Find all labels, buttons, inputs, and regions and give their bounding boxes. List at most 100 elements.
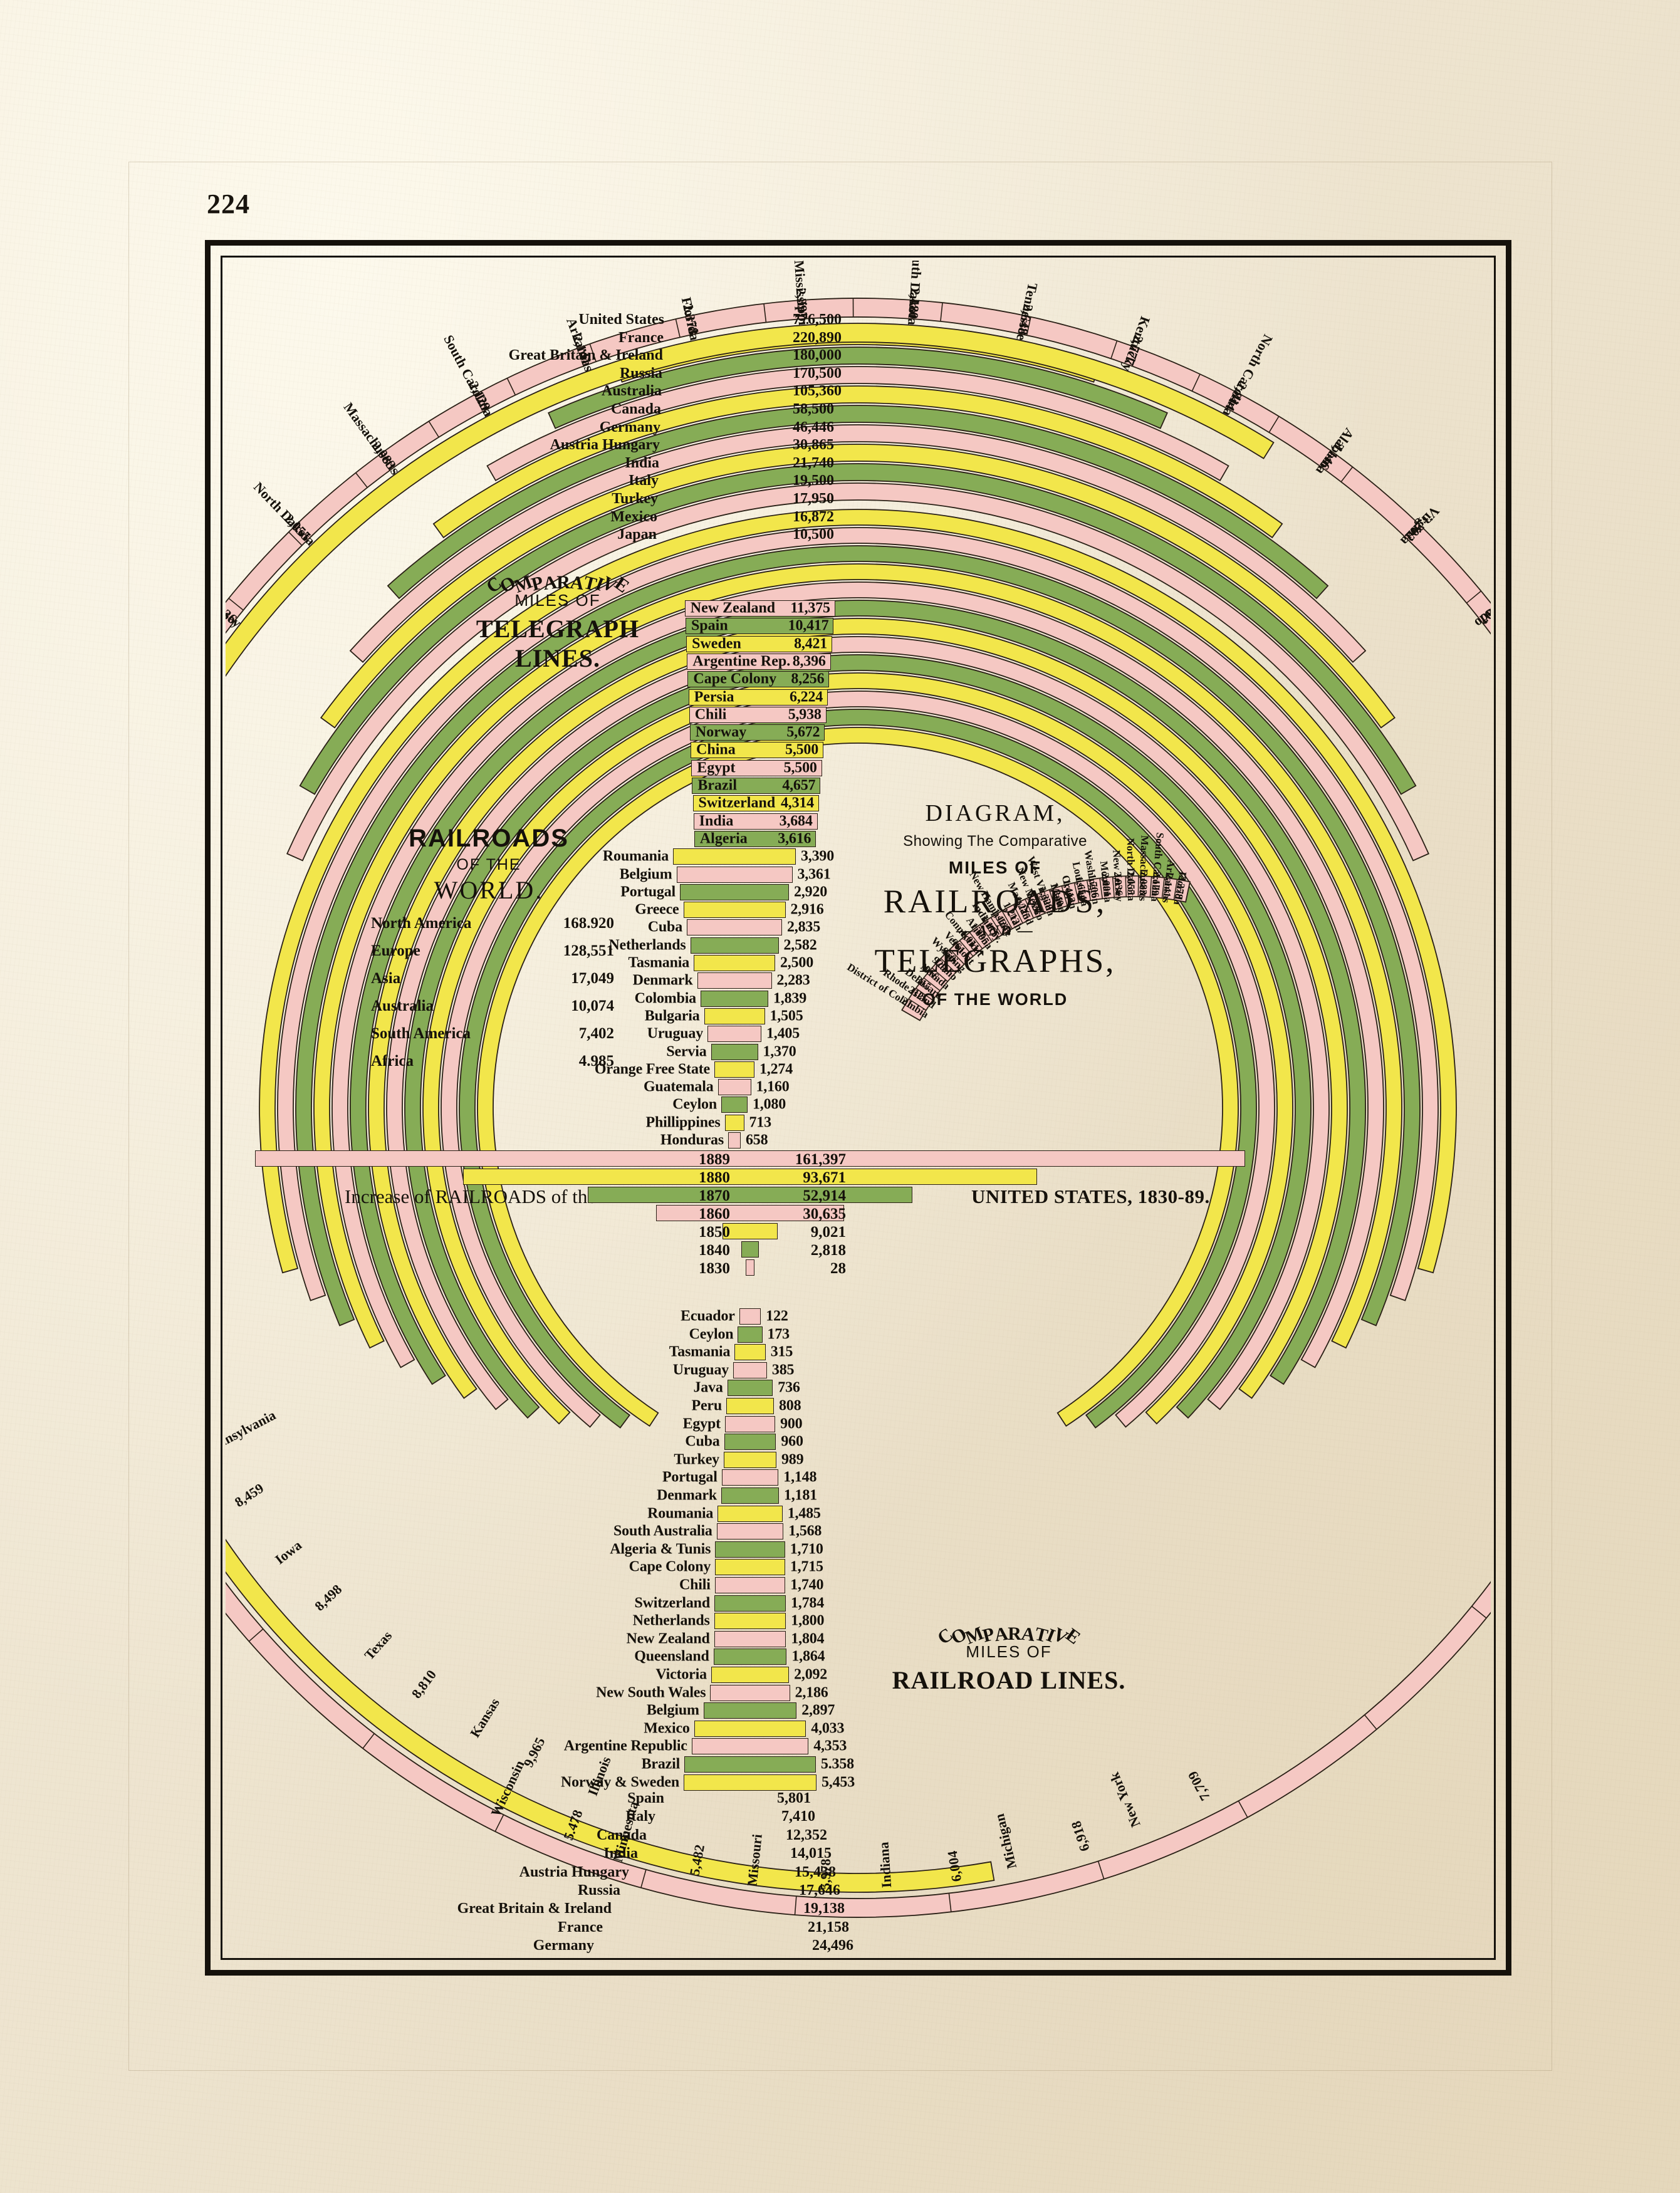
railroad-arc-label: Austria Hungary xyxy=(519,1863,629,1880)
bar-value: 11,375 xyxy=(790,600,830,617)
state-arc-value: 2,397 xyxy=(793,287,811,320)
bar-label: Argentine Republic xyxy=(563,1737,687,1754)
bar-value: 1,710 xyxy=(790,1541,823,1558)
state-ring-tick xyxy=(1340,466,1354,482)
bar-fill xyxy=(738,1326,763,1343)
bar-value: 3,616 xyxy=(778,830,811,847)
bar-label: Spain xyxy=(691,617,728,634)
state-ring-tick xyxy=(428,420,439,438)
railroad-arc-3 xyxy=(349,424,1367,663)
bar-label: South Australia xyxy=(613,1523,712,1539)
railroad-arc-label: Italy xyxy=(625,1808,655,1825)
bar-fill xyxy=(689,724,825,741)
bar-value: 4,033 xyxy=(811,1720,845,1737)
bar-value: 960 xyxy=(781,1433,803,1450)
state-fan-tick xyxy=(1137,876,1139,897)
diagram-artwork xyxy=(226,298,1491,1918)
state-fan-tick xyxy=(1036,893,1045,914)
state-ring-tick xyxy=(1097,1861,1105,1880)
bar-fill xyxy=(746,1259,754,1276)
plate-border-inner xyxy=(221,256,1496,1960)
bar-value: 1,160 xyxy=(756,1078,790,1095)
bar-label: Uruguay xyxy=(647,1025,703,1042)
bar-value: 1,804 xyxy=(791,1630,825,1647)
railroad-arc-value: 19,138 xyxy=(803,1900,845,1917)
state-ring-tick xyxy=(948,1893,952,1912)
bar-fill xyxy=(684,600,835,617)
bar-value: 900 xyxy=(780,1415,803,1432)
state-ring-tick xyxy=(675,318,681,338)
bar-label: Netherlands xyxy=(632,1612,710,1629)
telegraph-arc-value: 180,000 xyxy=(793,347,842,364)
world-table-title-3: WORLD. xyxy=(434,876,544,904)
state-fan-tick xyxy=(901,1009,921,1021)
bar-fill xyxy=(692,795,819,812)
state-ring-yellow-right xyxy=(226,323,1275,677)
bar-fill xyxy=(721,1096,748,1113)
bar-value: 2,500 xyxy=(780,954,814,971)
bar-value: 713 xyxy=(749,1114,772,1131)
bar-label: China xyxy=(696,741,736,758)
bar-value: 2,092 xyxy=(794,1666,828,1683)
title-line-6: TELEGRAPHS, xyxy=(874,943,1116,979)
railroad-arc-2 xyxy=(320,444,1396,729)
state-ring-tick xyxy=(288,531,303,546)
bar-label: Victoria xyxy=(655,1666,707,1683)
bar-label: Switzerland xyxy=(698,794,776,811)
world-table-title-2: OF THE xyxy=(456,856,521,873)
arc-caption-letter: R xyxy=(1008,1623,1021,1644)
state-fan-tick xyxy=(908,998,927,1011)
us-increase-caption-left: Increase of RAILROADS of the xyxy=(345,1185,597,1207)
bar-fill xyxy=(721,1487,779,1504)
bar-value: 2,283 xyxy=(776,972,810,989)
state-ring-tick xyxy=(1238,1800,1248,1818)
bar-value: 1,370 xyxy=(763,1043,796,1060)
bar-fill xyxy=(688,689,828,706)
bar-label: Roumania xyxy=(647,1505,714,1522)
state-ring-tick xyxy=(1110,340,1118,359)
bar-fill xyxy=(717,1505,783,1522)
us-increase-year: 1860 xyxy=(699,1206,730,1222)
railroad-arc-value: 14,015 xyxy=(790,1845,832,1862)
arc-caption-letter: A xyxy=(993,1623,1010,1646)
bar-label: Chili xyxy=(694,706,727,723)
world-table-region: South America xyxy=(371,1025,471,1042)
world-table-miles: 17,049 xyxy=(571,970,614,987)
us-increase-year: 1870 xyxy=(699,1187,730,1204)
us-increase-bar xyxy=(741,1241,759,1258)
state-ring-tick xyxy=(763,303,767,323)
us-increase-caption-right: UNITED STATES, 1830-89. xyxy=(971,1185,1210,1207)
page-number: 224 xyxy=(207,189,250,219)
state-fan-tick xyxy=(1073,882,1080,904)
state-ring-tick xyxy=(1191,373,1201,392)
telegraph-arc-value: 21,740 xyxy=(793,454,834,471)
telegraph-arc-4 xyxy=(331,581,1384,1368)
bar-value: 1,740 xyxy=(790,1576,824,1593)
bar-value: 1,485 xyxy=(787,1505,821,1522)
bar-row: Argentine Rep.8,396 xyxy=(687,653,831,670)
state-fan-tick xyxy=(1173,879,1178,900)
bar-label: Ceylon xyxy=(672,1096,717,1113)
telegraph-arc-label: France xyxy=(618,329,664,346)
state-fan-tick xyxy=(1112,877,1115,898)
bar-value: 8,256 xyxy=(791,670,825,687)
bar-label: Cape Colony xyxy=(629,1558,711,1575)
